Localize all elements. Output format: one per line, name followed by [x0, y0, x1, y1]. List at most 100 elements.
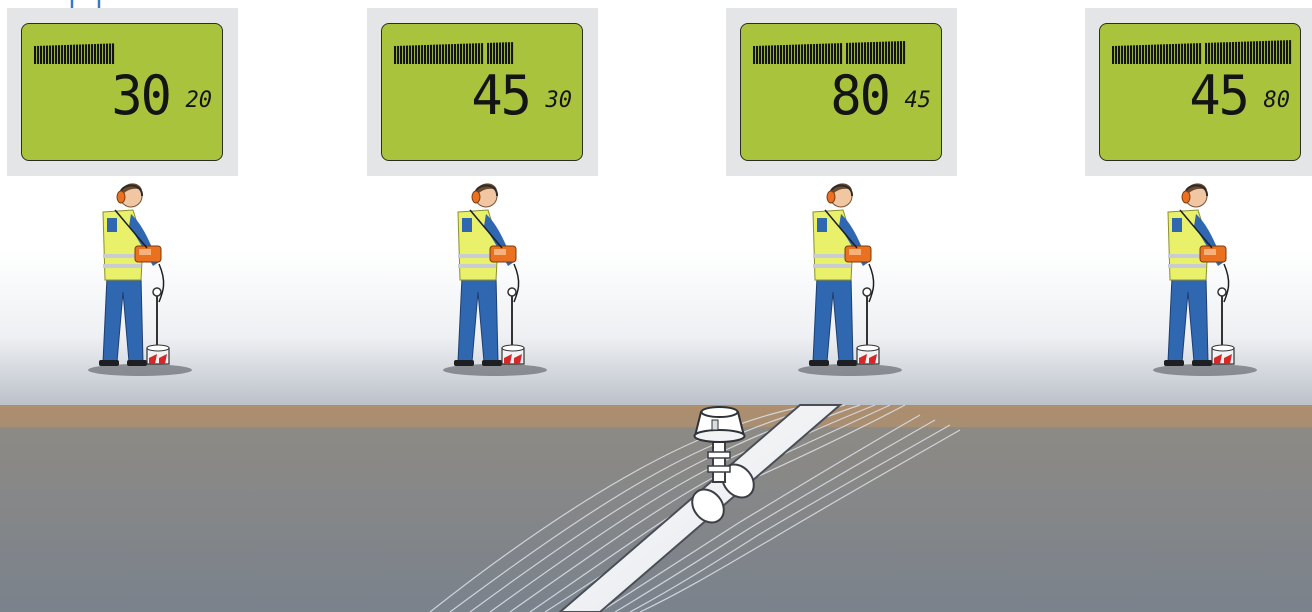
- signal-segment: [58, 45, 61, 64]
- signal-segment: [52, 45, 55, 64]
- signal-segment: [493, 42, 496, 64]
- signal-segment: [403, 45, 406, 64]
- signal-segment: [849, 42, 852, 64]
- signal-segment: [870, 42, 873, 64]
- signal-segment: [1118, 45, 1121, 64]
- signal-segment: [475, 43, 478, 64]
- signal-segment: [424, 45, 427, 64]
- signal-segment: [879, 41, 882, 64]
- signal-segment: [1175, 43, 1178, 64]
- signal-segment: [445, 44, 448, 64]
- signal-segment: [1184, 43, 1187, 64]
- topsoil-band: [0, 405, 1312, 427]
- signal-segment: [1217, 42, 1220, 64]
- signal-segment: [888, 41, 891, 64]
- lcd-screen: 45 30: [381, 23, 583, 161]
- signal-segment: [46, 45, 49, 64]
- signal-segment: [49, 45, 52, 64]
- signal-segment: [43, 45, 46, 64]
- signal-segment: [1265, 40, 1268, 64]
- signal-segment: [813, 44, 816, 64]
- signal-segment: [894, 41, 897, 64]
- current-reading: 80: [830, 64, 891, 128]
- signal-segment: [1235, 41, 1238, 64]
- signal-segment: [415, 45, 418, 64]
- signal-segment: [1208, 42, 1211, 64]
- signal-segment: [55, 45, 58, 64]
- lcd-screen: 45 80: [1099, 23, 1301, 161]
- worker-with-ground-microphone: [797, 182, 903, 377]
- current-reading: 45: [471, 64, 532, 128]
- signal-segment: [1280, 40, 1283, 64]
- signal-segment: [61, 45, 64, 64]
- signal-segment: [1274, 40, 1277, 64]
- signal-segment: [1178, 43, 1181, 64]
- signal-segment: [1253, 41, 1256, 64]
- previous-reading: 20: [185, 88, 213, 113]
- display-panel-3: 80 45: [726, 8, 957, 176]
- signal-segment: [759, 45, 762, 64]
- signal-segment: [496, 42, 499, 64]
- signal-segment: [1157, 44, 1160, 64]
- signal-segment: [1112, 46, 1115, 64]
- signal-segment: [1187, 43, 1190, 64]
- signal-segment: [85, 44, 88, 64]
- signal-segment: [103, 43, 106, 64]
- signal-segment: [451, 44, 454, 64]
- signal-segment: [73, 44, 76, 64]
- signal-segment: [394, 46, 397, 64]
- signal-segment: [786, 44, 789, 64]
- signal-segment: [873, 42, 876, 64]
- signal-segment: [831, 43, 834, 64]
- previous-reading: 80: [1263, 88, 1291, 113]
- signal-segment: [463, 43, 466, 64]
- signal-segment: [1130, 45, 1133, 64]
- signal-segment: [780, 45, 783, 64]
- signal-segment: [756, 45, 759, 64]
- signal-segment: [106, 43, 109, 64]
- worker-with-ground-microphone: [1152, 182, 1258, 377]
- signal-segment: [1277, 40, 1280, 64]
- signal-segment: [858, 42, 861, 64]
- signal-segment: [855, 42, 858, 64]
- signal-segment: [79, 44, 82, 64]
- signal-segment: [1115, 45, 1118, 64]
- signal-segment: [846, 42, 849, 64]
- lcd-screen: 30 20: [21, 23, 223, 161]
- current-reading: 30: [111, 64, 172, 128]
- signal-segment: [442, 44, 445, 64]
- signal-segment: [1241, 41, 1244, 64]
- signal-segment: [1124, 45, 1127, 64]
- signal-segment: [1136, 45, 1139, 64]
- signal-segment: [765, 45, 768, 64]
- signal-segment: [798, 44, 801, 64]
- valve-box: [693, 406, 746, 443]
- signal-segment: [490, 42, 493, 64]
- previous-reading: 30: [545, 88, 573, 113]
- signal-segment: [819, 43, 822, 64]
- signal-segment: [801, 44, 804, 64]
- signal-segment: [771, 45, 774, 64]
- signal-segment: [469, 43, 472, 64]
- signal-segment: [436, 44, 439, 64]
- signal-segment: [822, 43, 825, 64]
- signal-segment: [1214, 42, 1217, 64]
- signal-segment: [412, 45, 415, 64]
- signal-segment: [466, 43, 469, 64]
- signal-segment: [1190, 43, 1193, 64]
- signal-segment: [487, 42, 490, 64]
- signal-segment: [834, 43, 837, 64]
- signal-segment: [409, 45, 412, 64]
- signal-segment: [1169, 44, 1172, 64]
- signal-segment: [837, 43, 840, 64]
- signal-segment: [448, 44, 451, 64]
- signal-segment: [753, 46, 756, 64]
- signal-segment: [1181, 43, 1184, 64]
- signal-segment: [825, 43, 828, 64]
- signal-segment: [897, 41, 900, 64]
- signal-segment: [505, 42, 508, 64]
- signal-segment: [40, 45, 43, 64]
- signal-segment: [795, 44, 798, 64]
- signal-segment: [1262, 41, 1265, 64]
